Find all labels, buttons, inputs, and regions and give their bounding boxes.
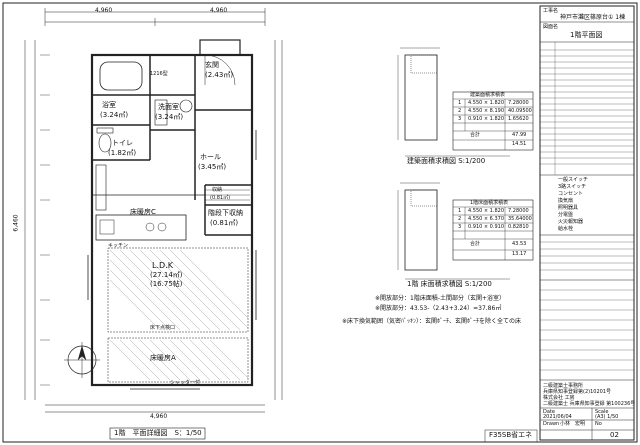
shutter-note: シャッター付 — [170, 380, 201, 386]
legend-6: 分電盤 — [558, 212, 574, 218]
room-hall-area: (3.45㎡) — [198, 163, 227, 171]
title-block-frame — [539, 5, 635, 441]
area-row-1-formula: 4.550 × 1.820 — [468, 100, 504, 106]
legend-1: 一般スイッチ — [558, 177, 589, 183]
floor-row-3-formula: 0.910 × 0.910 — [468, 224, 504, 230]
room-ldk: L.D.K — [152, 261, 173, 270]
room-bath: 浴室 — [102, 101, 116, 109]
floor-row-3-area: 0.82810 — [508, 224, 529, 230]
room-toilet: トイレ — [112, 139, 133, 147]
room-storage: 収納 — [212, 187, 223, 193]
area-table-header: 建築面積求積表 — [470, 92, 506, 98]
scale-value: (A3) 1/50 — [595, 414, 619, 420]
floor-row-2-area: 35.64000 — [508, 216, 532, 222]
company-line2: 兵庫県知事登録第(2)10201号 — [543, 389, 611, 395]
area-row-3-no: 3 — [458, 116, 462, 122]
area-total-label: 合計 — [470, 132, 481, 138]
area-plan — [397, 47, 534, 151]
drawn-by: 小林 宏明 — [560, 421, 586, 427]
note-1: ※開放部分：1階床面積-土間部分（玄関+浴室） — [375, 295, 506, 302]
project-name: 神戸市灘区篠原台① 1棟 — [560, 14, 626, 21]
legend-7: 火災報知器 — [558, 219, 584, 225]
scale-label: Scale — [595, 409, 609, 415]
plan-caption: 1階 平面詳細図 S：1/50 — [114, 429, 202, 437]
no-label: No — [595, 421, 602, 427]
floor-row-1-formula: 4.550 × 1.820 — [468, 208, 504, 214]
badge-frame — [484, 429, 538, 443]
drawing-name: 1階平面図 — [570, 31, 603, 39]
floor-plan — [24, 8, 283, 413]
area-caption: 建築面積求積図 S:1/200 — [407, 157, 486, 165]
note-2: ※開放部分：43.53-（2.43+3.24）=37.86㎡ — [375, 305, 502, 312]
floor-area-plan — [397, 182, 534, 271]
floor-heat-c: 床暖房C — [130, 208, 156, 216]
room-stair-storage: 階段下収納 — [208, 209, 243, 217]
area-tsubo: 14.51 — [512, 141, 527, 147]
area-row-2-formula: 4.550 × 8.190 — [468, 108, 504, 114]
floor-total-label: 合計 — [470, 241, 481, 247]
plan-caption-box — [109, 427, 206, 440]
unitbath-note: 1216型 — [150, 71, 168, 77]
dim-top-left: 4,960 — [95, 7, 113, 14]
room-washroom-area: (3.24㎡) — [155, 113, 184, 121]
floor-row-1-no: 1 — [458, 208, 462, 214]
legend-4: 換気扇 — [558, 198, 574, 204]
floor-total: 43.53 — [512, 241, 527, 247]
area-total: 47.99 — [512, 132, 527, 138]
area-row-3-formula: 0.910 × 1.820 — [468, 116, 504, 122]
floor-row-2-formula: 4.550 × 6.370 — [468, 216, 504, 222]
floor-tsubo: 13.17 — [512, 251, 527, 257]
area-row-1-area: 7.28000 — [508, 100, 529, 106]
dim-left: 6,460 — [12, 214, 20, 232]
room-washroom: 洗面室 — [158, 103, 179, 111]
project-label: 工事名 — [543, 8, 559, 14]
legend-8: 給水栓 — [558, 226, 574, 232]
floor-row-3-no: 3 — [458, 224, 462, 230]
drawn-label: Drawn — [543, 421, 560, 427]
porch-note: 床下点検口 — [150, 325, 176, 331]
area-row-2-area: 40.09500 — [508, 108, 532, 114]
footer-badge: F35SB省エネ — [489, 431, 533, 439]
area-row-3-area: 1.65620 — [508, 116, 529, 122]
floor-row-1-area: 7.28000 — [508, 208, 529, 214]
legend-5: 照明器具 — [558, 205, 579, 211]
floor-table-header: 1階床面積求積表 — [470, 200, 509, 206]
area-row-2-no: 2 — [458, 108, 462, 114]
note-3: ※床下換気範囲（気密ﾊﾟｯｷﾝ）：玄関ﾎﾟｰﾁ、玄関ﾎﾟｰﾁを除く全ての床 — [342, 318, 522, 325]
room-entrance: 玄関 — [205, 61, 219, 69]
dim-top-right: 4,960 — [210, 7, 228, 14]
area-row-1-no: 1 — [458, 100, 462, 106]
room-entrance-area: (2.43㎡) — [205, 71, 234, 79]
no-value: 02 — [610, 431, 619, 439]
kitchen-label: キッチン — [108, 243, 129, 249]
company-line1: 二級建築士事務所 — [543, 383, 584, 389]
floor-row-2-no: 2 — [458, 216, 462, 222]
floor-heat-a: 床暖房A — [150, 354, 176, 362]
dim-bottom: 4,960 — [150, 413, 168, 420]
date-value: 2021/06/04 — [543, 414, 572, 420]
legend-3: コンセント — [558, 191, 584, 197]
room-storage-area: (0.81㎡) — [210, 195, 231, 201]
room-hall: ホール — [200, 153, 221, 161]
company-line3: 株式会社 工房 — [543, 395, 575, 401]
floor-caption: 1階 床面積求積図 S:1/200 — [407, 280, 492, 288]
drawing-label: 図面名 — [543, 24, 559, 30]
legend-2: 3路スイッチ — [558, 184, 587, 190]
room-toilet-area: (1.82㎡) — [108, 149, 137, 157]
room-ldk-tatami: (16.75帖) — [150, 280, 183, 288]
date-label: Date — [543, 409, 555, 415]
room-bath-area: (3.24㎡) — [100, 111, 129, 119]
room-ldk-area: (27.14㎡) — [150, 271, 183, 279]
room-stair-storage-area: (0.81㎡) — [210, 219, 239, 227]
company-line4: 二級建築士 兵庫県知事登録 第100236号 — [543, 401, 636, 407]
